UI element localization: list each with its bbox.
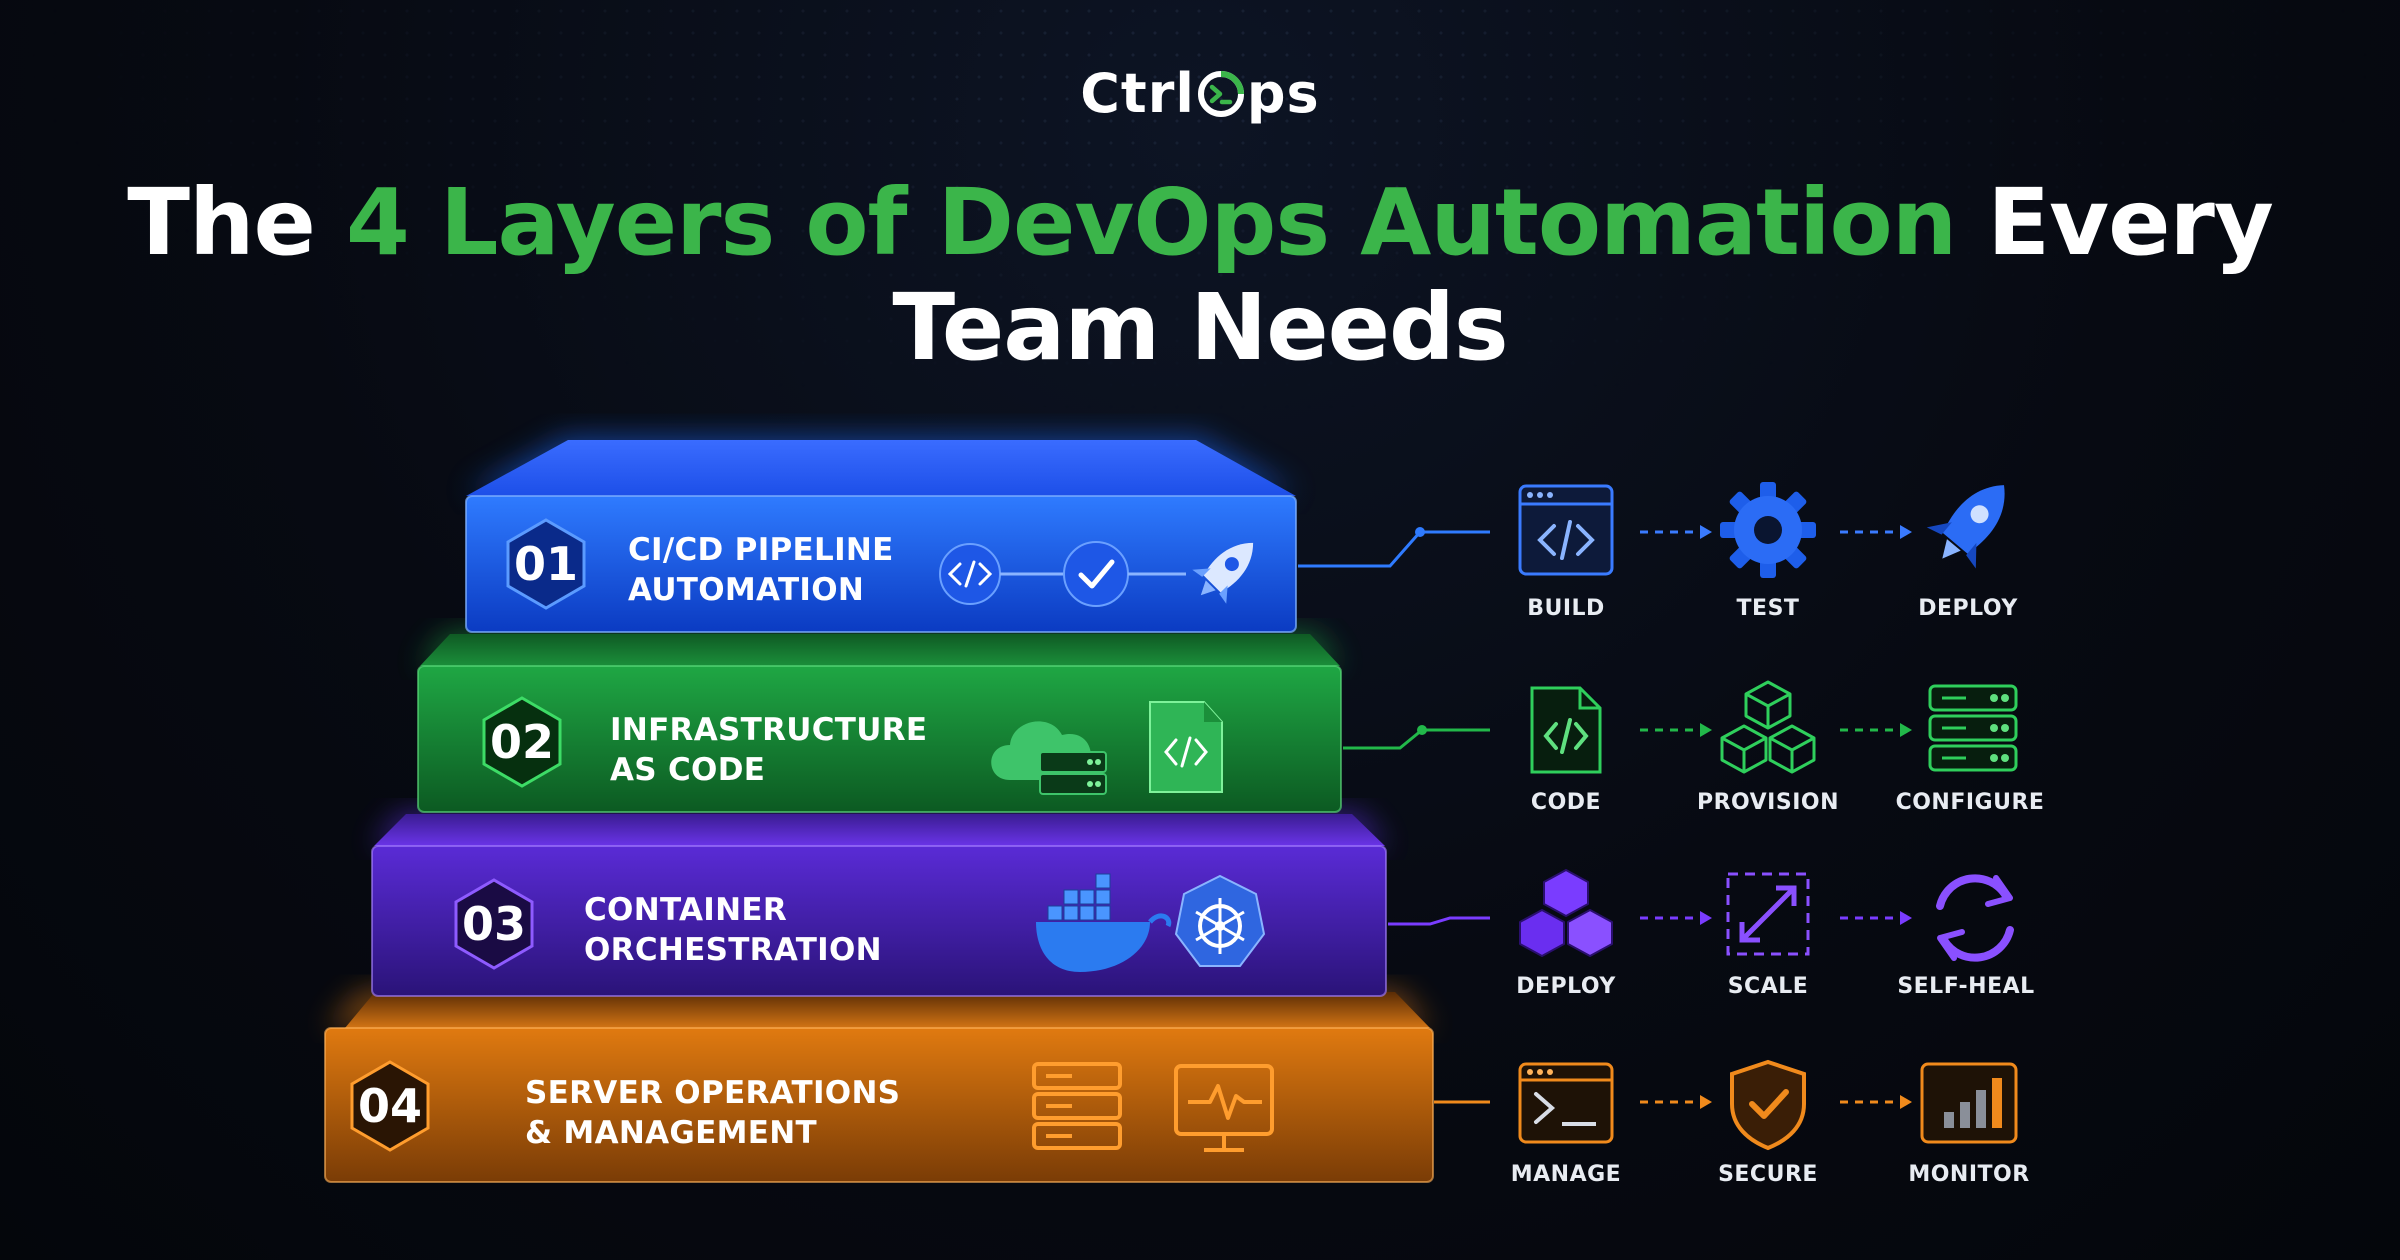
ctrlops-logo: Ctrl ps xyxy=(0,62,2400,125)
step-configure-label: CONFIGURE xyxy=(1895,790,2045,815)
title-part-1: The xyxy=(127,169,346,276)
layer-1-lead xyxy=(1298,530,1490,568)
logo-text-right: ps xyxy=(1246,62,1320,125)
step-container-deploy-label: DEPLOY xyxy=(1516,974,1616,999)
step-scale-label: SCALE xyxy=(1727,974,1809,999)
layer-3-lead xyxy=(1388,916,1490,926)
layer-1-rocket-icon xyxy=(1192,542,1254,604)
layer-2-number: 02 xyxy=(489,715,554,769)
layer-2-code-file-icon xyxy=(1149,701,1223,793)
layer-3-number: 03 xyxy=(461,897,526,951)
layer-2-cloud-server-icon xyxy=(991,721,1107,795)
secure-shield-check-icon xyxy=(1730,1059,1806,1151)
deploy-rocket-icon xyxy=(1926,485,2005,569)
layer-4-monitor-pulse-icon xyxy=(1174,1064,1274,1152)
layer-1-code-icon xyxy=(939,543,1001,605)
layer-1-title-line-2: AUTOMATION xyxy=(628,572,865,608)
layer-1-title: CI/CD PIPELINE AUTOMATION xyxy=(628,530,894,610)
layer-3-docker-icon xyxy=(1036,873,1172,972)
layer-4-title-line-1: SERVER OPERATIONS xyxy=(525,1075,901,1111)
step-build-label: BUILD xyxy=(1527,596,1605,621)
step-monitor-label: MONITOR xyxy=(1908,1162,2030,1187)
logo-text-left: Ctrl xyxy=(1080,62,1195,125)
test-gear-icon xyxy=(1720,482,1816,578)
title-part-2: Every Team Needs xyxy=(892,169,2273,381)
layer-3-kubernetes-icon xyxy=(1174,874,1266,967)
layer-4-slab xyxy=(324,990,1434,1183)
scale-expand-icon xyxy=(1726,872,1810,956)
layer-1-check-icon xyxy=(1063,541,1129,607)
code-file-icon xyxy=(1530,686,1602,774)
manage-terminal-icon xyxy=(1518,1062,1614,1144)
layer-2-slab xyxy=(417,632,1342,813)
self-heal-refresh-icon xyxy=(1936,874,2014,962)
layer-3-title-line-2: ORCHESTRATION xyxy=(584,932,882,968)
layer-1-number: 01 xyxy=(513,537,578,591)
layer-2-lead xyxy=(1343,728,1490,750)
layer-3-slab xyxy=(371,812,1388,997)
step-deploy-label: DEPLOY xyxy=(1918,596,2018,621)
layer-4-server-icon xyxy=(1032,1062,1122,1150)
step-test-label: TEST xyxy=(1736,596,1800,621)
provision-cubes-icon xyxy=(1720,680,1816,774)
layer-2-title-line-1: INFRASTRUCTURE xyxy=(610,712,928,748)
build-code-window-icon xyxy=(1518,484,1614,576)
monitor-bar-chart-icon xyxy=(1920,1062,2018,1144)
layer-4-number: 04 xyxy=(357,1079,422,1133)
layer-1-title-line-1: CI/CD PIPELINE xyxy=(628,532,894,568)
configure-server-rack-icon xyxy=(1928,684,2018,772)
step-manage-label: MANAGE xyxy=(1510,1162,1622,1187)
layer-2-title-line-2: AS CODE xyxy=(610,752,766,788)
layer-3-title-line-1: CONTAINER xyxy=(584,892,788,928)
dot-grid-background xyxy=(0,0,2400,420)
step-self-heal-label: SELF-HEAL xyxy=(1897,974,2035,999)
title-highlight: 4 Layers of DevOps Automation xyxy=(345,169,1957,276)
step-code-label: CODE xyxy=(1530,790,1602,815)
layer-4-title: SERVER OPERATIONS & MANAGEMENT xyxy=(525,1073,900,1153)
layer-3-title: CONTAINER ORCHESTRATION xyxy=(584,890,882,970)
step-secure-label: SECURE xyxy=(1718,1162,1818,1187)
layer-2-title: INFRASTRUCTURE AS CODE xyxy=(610,710,927,790)
layer-4-title-line-2: & MANAGEMENT xyxy=(525,1115,817,1151)
step-provision-label: PROVISION xyxy=(1696,790,1840,815)
logo-terminal-o-icon xyxy=(1197,71,1244,117)
deploy-cubes-icon xyxy=(1519,869,1613,957)
page-title: The 4 Layers of DevOps Automation Every … xyxy=(80,170,2320,380)
